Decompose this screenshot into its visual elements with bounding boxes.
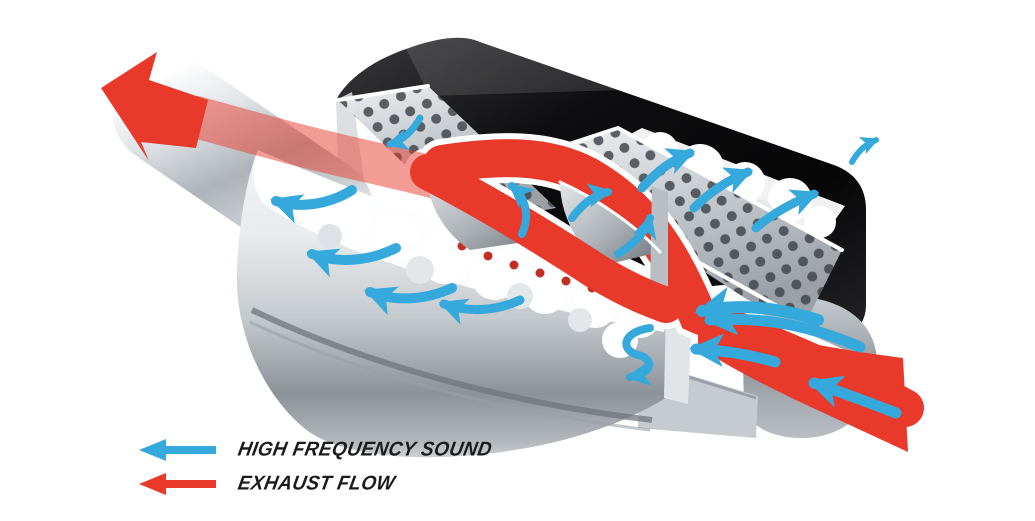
exhaust-flow-arrow-icon: [139, 472, 216, 495]
legend-label-exhaust-flow: EXHAUST FLOW: [236, 471, 397, 494]
baffle-edge-2: [558, 180, 662, 254]
cut-edge-left: [336, 84, 430, 102]
legend-row-exhaust-flow: EXHAUST FLOW: [136, 470, 492, 497]
sound-arrow-far-right-small: [849, 137, 880, 165]
legend-label-high-frequency-sound: HIGH FREQUENCY SOUND: [236, 437, 494, 460]
exhaust-flow-weave: [410, 154, 684, 323]
sound-arrows: [270, 114, 902, 419]
sound-arrow-topright-3: [751, 189, 820, 233]
high-frequency-sound-arrow-icon: [139, 438, 216, 461]
sound-arrow-baffle-3: [614, 213, 657, 258]
sound-arrow-topright-2: [689, 167, 754, 213]
sound-arrow-swirl: [622, 324, 654, 386]
legend: HIGH FREQUENCY SOUND EXHAUST FLOW: [136, 436, 494, 497]
sound-arrow-body-1: [270, 185, 357, 224]
sound-arrow-baffle-2: [568, 183, 613, 222]
flow-weave: [410, 154, 684, 323]
body-seam-light: [249, 320, 651, 432]
exit-arrowhead: [101, 52, 208, 161]
sound-arrow-topleft-small: [385, 114, 424, 151]
case-top-highlight: [406, 37, 620, 96]
sound-arrow-body-2: [306, 243, 401, 278]
sound-arrow-inlet-1: [703, 301, 866, 353]
sound-arrow-body-3: [364, 283, 457, 316]
body-seam-dark: [250, 307, 653, 423]
sound-arrow-inlet-2: [689, 333, 781, 368]
sound-arrow-inlet-3: [807, 375, 902, 419]
sound-arrow-baffle-1: [508, 182, 536, 238]
sound-arrow-body-4: [438, 295, 525, 325]
sound-arrow-topright-1: [637, 148, 696, 193]
legend-row-high-frequency-sound: HIGH FREQUENCY SOUND: [136, 436, 494, 463]
